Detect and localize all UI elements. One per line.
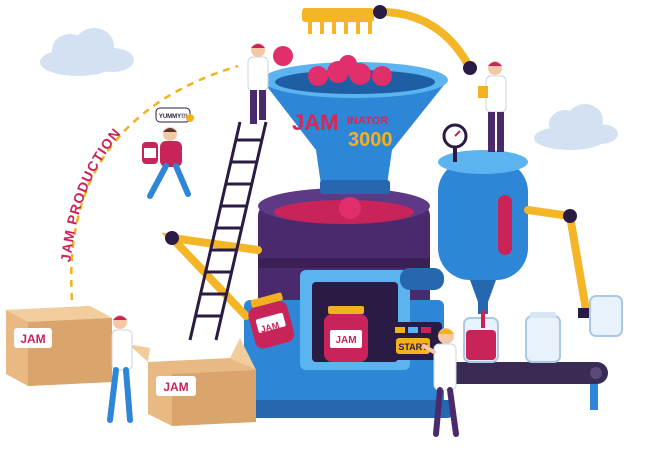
boiler-tank (438, 123, 528, 314)
person-carrying-box (107, 315, 133, 423)
robot-arm-right (524, 206, 590, 314)
jar-filling (463, 310, 499, 363)
robot-arm-left-joint (165, 231, 179, 245)
jar-held-left: JAM (248, 292, 295, 349)
robot-arm-right-joint (563, 209, 577, 223)
start-button-label: START (398, 342, 428, 352)
falling-raspberry (339, 197, 361, 219)
brand-model: 3000 (348, 129, 393, 151)
jar-label-window: JAM (335, 335, 356, 346)
cloud-right (534, 104, 618, 150)
start-button[interactable]: START (396, 338, 430, 354)
dashed-arc (70, 64, 239, 301)
jar-label-small: JAM (259, 320, 280, 335)
cardboard-box-right: JAM (128, 338, 256, 426)
person-with-clipboard (478, 61, 507, 152)
jar-in-window: JAM (324, 306, 368, 362)
empty-jar (525, 312, 561, 363)
cardboard-box-left: JAM (6, 306, 112, 386)
brand-main: JAM (292, 110, 338, 135)
jam-production-curved-text: JAM PRODUCTION (58, 125, 124, 263)
ladder (188, 121, 268, 341)
box-label-right: JAM (163, 380, 188, 394)
box-label-left: JAM (20, 332, 45, 346)
speech-bubble-text: YUMMY!!! (159, 114, 187, 120)
person-on-ladder (247, 43, 293, 124)
cloud-left (40, 28, 134, 76)
person-pressing-start (422, 328, 459, 437)
raspberries-in-funnel (308, 55, 392, 86)
person-eating-jam: YUMMY!!! (142, 107, 194, 199)
robot-gripper-right (578, 295, 623, 337)
connecting-pipe (400, 268, 444, 290)
brand-suffix: INATOR (347, 115, 388, 127)
sprinkler-arm (302, 5, 477, 75)
machine-brand: JAM INATOR 3000 (292, 110, 393, 151)
